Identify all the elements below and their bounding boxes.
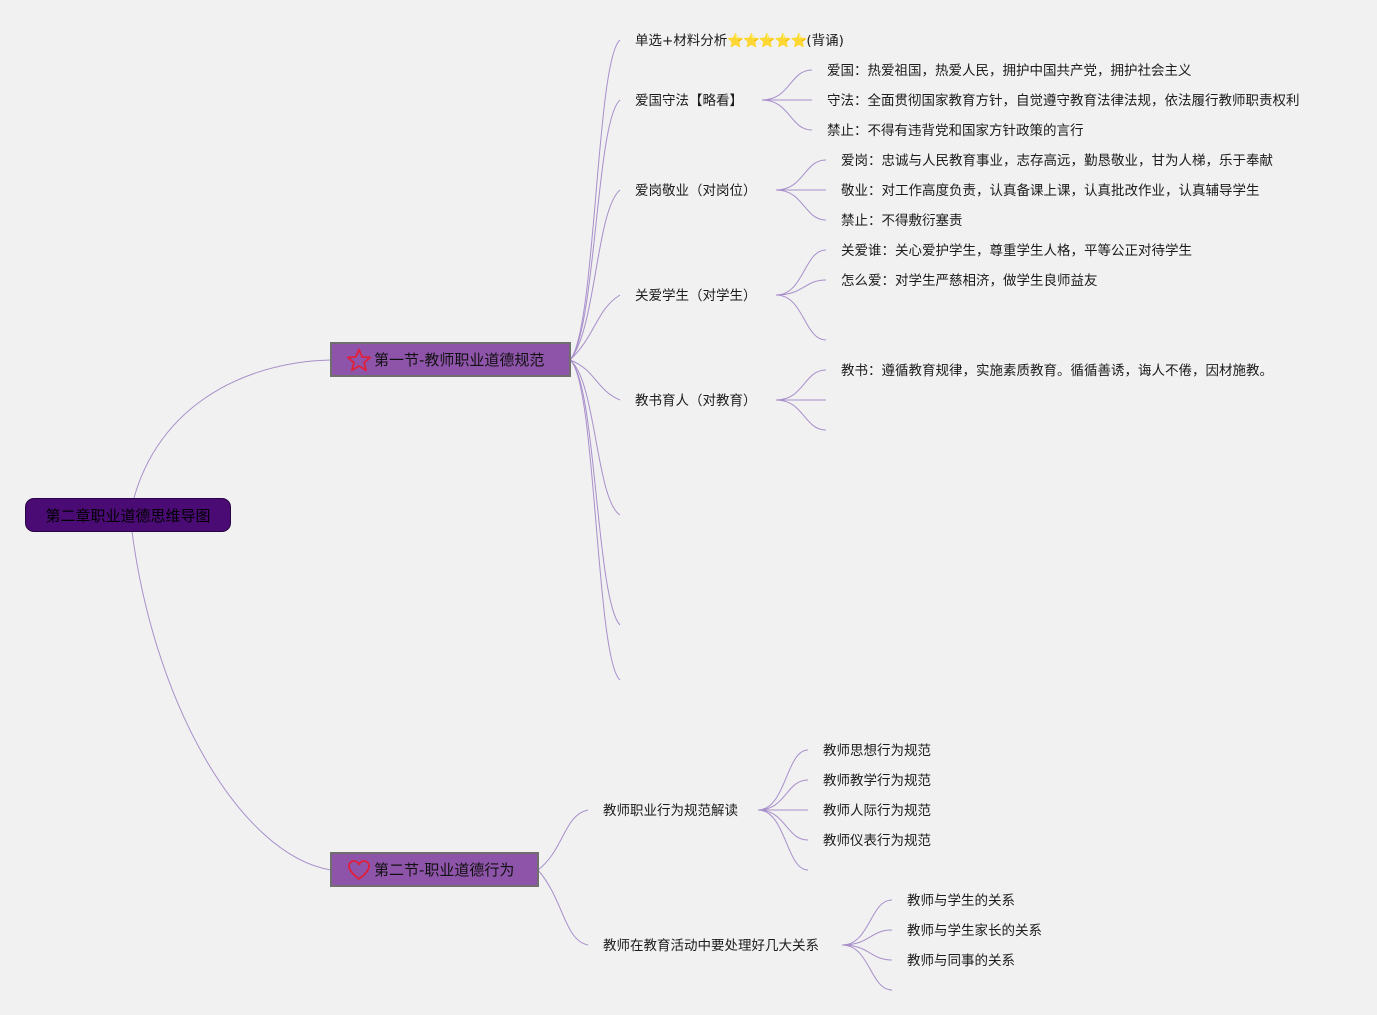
subtopic-guanxi-1[interactable]: 教师与学生的关系 xyxy=(907,892,1015,910)
subtopic-label: 爱岗：忠诚与人民教育事业，志存高远，勤恳敬业，甘为人梯，乐于奉献 xyxy=(841,153,1273,169)
links-guifan xyxy=(757,749,809,871)
topic-guanai[interactable]: 关爱学生（对学生） xyxy=(635,287,757,305)
root-topic-label: 第二章职业道德思维导图 xyxy=(45,506,211,525)
subtopic-label: 教师教学行为规范 xyxy=(823,773,931,789)
subtopic-guanxi-3[interactable]: 教师与同事的关系 xyxy=(907,952,1015,970)
topic-guifan[interactable]: 教师职业行为规范解读 xyxy=(603,802,738,820)
subtopic-label: 教师仪表行为规范 xyxy=(823,833,931,849)
subtopic-label: 爱国：热爱祖国，热爱人民，拥护中国共产党，拥护社会主义 xyxy=(827,63,1192,79)
section2-label: 第二节-职业道德行为 xyxy=(374,861,515,879)
links-aiguo xyxy=(761,69,813,131)
subtopic-label: 敬业：对工作高度负责，认真备课上课，认真批改作业，认真辅导学生 xyxy=(841,183,1260,199)
subtopic-label: 怎么爱：对学生严慈相济，做学生良师益友 xyxy=(841,273,1098,289)
subtopic-label: 禁止：不得敷衍塞责 xyxy=(841,213,963,229)
subtopic-guifan-2[interactable]: 教师教学行为规范 xyxy=(823,772,931,790)
subtopic-label: 关爱谁：关心爱护学生，尊重学生人格，平等公正对待学生 xyxy=(841,243,1192,259)
subtopic-label: 禁止：不得有违背党和国家方针政策的言行 xyxy=(827,123,1084,139)
section1-topic[interactable]: 第一节-教师职业道德规范 xyxy=(330,342,571,377)
subtopic-aiguo-1[interactable]: 爱国：热爱祖国，热爱人民，拥护中国共产党，拥护社会主义 xyxy=(827,62,1192,80)
subtopic-label: 教师人际行为规范 xyxy=(823,803,931,819)
subtopic-aigang-1[interactable]: 爱岗：忠诚与人民教育事业，志存高远，勤恳敬业，甘为人梯，乐于奉献 xyxy=(841,152,1273,170)
topic-guanxi-label: 教师在教育活动中要处理好几大关系 xyxy=(603,938,819,954)
subtopic-aigang-3[interactable]: 禁止：不得敷衍塞责 xyxy=(841,212,963,230)
topic-exam-type[interactable]: 单选+材料分析⭐⭐⭐⭐⭐(背诵) xyxy=(635,32,844,50)
link-root-section1 xyxy=(129,359,332,516)
subtopic-label: 教师与学生的关系 xyxy=(907,893,1015,909)
links-section2 xyxy=(537,809,589,946)
subtopic-aigang-2[interactable]: 敬业：对工作高度负责，认真备课上课，认真批改作业，认真辅导学生 xyxy=(841,182,1260,200)
links-guanai xyxy=(775,249,827,341)
subtopic-aiguo-3[interactable]: 禁止：不得有违背党和国家方针政策的言行 xyxy=(827,122,1084,140)
links-aigang xyxy=(775,159,827,221)
subtopic-guanai-1[interactable]: 关爱谁：关心爱护学生，尊重学生人格，平等公正对待学生 xyxy=(841,242,1192,260)
subtopic-label: 教师思想行为规范 xyxy=(823,743,931,759)
topic-exam-type-suffix: (背诵) xyxy=(806,33,844,49)
subtopic-guifan-1[interactable]: 教师思想行为规范 xyxy=(823,742,931,760)
topic-aiguo-label: 爱国守法【略看】 xyxy=(635,93,743,109)
subtopic-label: 守法：全面贯彻国家教育方针，自觉遵守教育法律法规，依法履行教师职责权利 xyxy=(827,93,1300,109)
links-section1 xyxy=(569,39,621,681)
topic-aigang[interactable]: 爱岗敬业（对岗位） xyxy=(635,182,757,200)
link-root-section2 xyxy=(129,514,332,871)
root-topic[interactable]: 第二章职业道德思维导图 xyxy=(25,498,231,532)
subtopic-guanai-2[interactable]: 怎么爱：对学生严慈相济，做学生良师益友 xyxy=(841,272,1098,290)
five-stars-icon: ⭐⭐⭐⭐⭐ xyxy=(727,33,807,49)
topic-aigang-label: 爱岗敬业（对岗位） xyxy=(635,183,757,199)
topic-guifan-label: 教师职业行为规范解读 xyxy=(603,803,738,819)
heart-outline-icon xyxy=(346,858,372,882)
section2-topic[interactable]: 第二节-职业道德行为 xyxy=(330,852,539,887)
topic-jiaoshu-label: 教书育人（对教育） xyxy=(635,393,757,409)
subtopic-guanxi-2[interactable]: 教师与学生家长的关系 xyxy=(907,922,1042,940)
subtopic-aiguo-2[interactable]: 守法：全面贯彻国家教育方针，自觉遵守教育法律法规，依法履行教师职责权利 xyxy=(827,92,1300,110)
subtopic-label: 教书：遵循教育规律，实施素质教育。循循善诱，诲人不倦，因材施教。 xyxy=(841,363,1273,379)
subtopic-jiaoshu-1[interactable]: 教书：遵循教育规律，实施素质教育。循循善诱，诲人不倦，因材施教。 xyxy=(841,362,1273,380)
topic-guanai-label: 关爱学生（对学生） xyxy=(635,288,757,304)
subtopic-label: 教师与学生家长的关系 xyxy=(907,923,1042,939)
topic-guanxi[interactable]: 教师在教育活动中要处理好几大关系 xyxy=(603,937,819,955)
topic-exam-type-label: 单选+材料分析 xyxy=(635,33,728,49)
subtopic-guifan-3[interactable]: 教师人际行为规范 xyxy=(823,802,931,820)
subtopic-label: 教师与同事的关系 xyxy=(907,953,1015,969)
topic-jiaoshu[interactable]: 教书育人（对教育） xyxy=(635,392,757,410)
star-outline-icon xyxy=(346,348,372,372)
subtopic-guifan-4[interactable]: 教师仪表行为规范 xyxy=(823,832,931,850)
links-guanxi xyxy=(841,899,893,991)
section1-label: 第一节-教师职业道德规范 xyxy=(374,351,545,369)
topic-aiguo[interactable]: 爱国守法【略看】 xyxy=(635,92,743,110)
links-jiaoshu xyxy=(775,369,827,431)
